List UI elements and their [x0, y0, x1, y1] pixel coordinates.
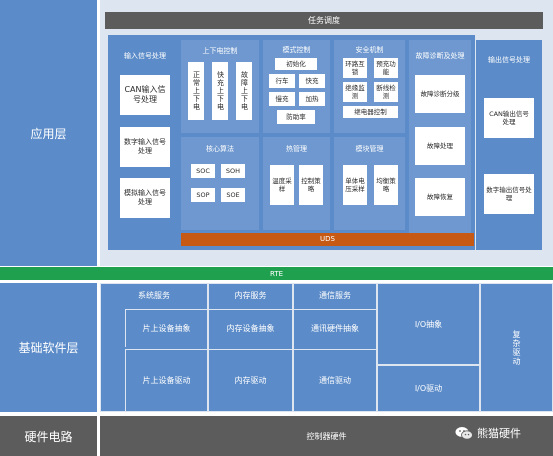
power-control-title: 上下电控制 — [202, 46, 238, 55]
communication-service-box: 通信服务 — [294, 284, 376, 307]
layer-bsw-label: 基础软件层 — [18, 341, 79, 355]
layer-application-label: 应用层 — [30, 126, 67, 141]
normal-power-box: 正常上下电 — [188, 62, 204, 120]
fault-grading-box: 故障诊断分级 — [415, 75, 465, 113]
precharge-box: 预充功能 — [374, 58, 398, 78]
rte-label: RTE — [269, 269, 284, 278]
cell-voltage-sampling-box: 单体电压采样 — [343, 165, 367, 205]
wechat-icon — [455, 427, 473, 440]
layer-hardware-label: 硬件电路 — [24, 429, 73, 444]
mode-power-box: 防助率 — [277, 110, 315, 124]
task-scheduling-bar: 任务调度 — [105, 12, 543, 29]
layer-application: 应用层 — [0, 0, 97, 266]
complex-driver-label: 复杂驱动 — [512, 329, 521, 366]
uds-bar: UDS — [181, 233, 474, 246]
can-input-box: CAN输入信号处理 — [120, 75, 170, 115]
mode-control-title: 模式控制 — [282, 45, 311, 54]
mode-control-group: 模式控制 初始化 行车 快充 慢充 加热 防助率 — [263, 40, 330, 133]
can-output-box: CAN输出信号处理 — [484, 98, 534, 138]
onchip-driver-box: 片上设备驱动 — [125, 349, 207, 411]
module-management-group: 模块管理 单体电压采样 均衡策略 — [334, 137, 405, 230]
uds-label: UDS — [320, 235, 335, 243]
loop-interlock-box: 环路互锁 — [343, 58, 367, 78]
insulation-monitor-box: 绝缘监测 — [343, 82, 367, 102]
layer-hardware: 硬件电路 — [0, 416, 97, 456]
sop-box: SOP — [191, 188, 215, 202]
controller-hardware-bar: 控制器硬件 — [100, 416, 553, 456]
analog-input-box: 模拟输入信号处理 — [120, 178, 170, 218]
balancing-strategy-box: 均衡策略 — [374, 165, 398, 205]
mode-init-box: 初始化 — [275, 58, 317, 70]
fault-diagnosis-title: 故障诊断及处理 — [415, 51, 465, 60]
temperature-sampling-box: 温度采样 — [270, 165, 294, 205]
fast-charge-power-box: 快充上下电 — [212, 62, 228, 120]
watermark-text: 熊猫硬件 — [477, 427, 521, 440]
mode-heating-box: 加热 — [299, 92, 325, 106]
memory-driver-box: 内存驱动 — [209, 349, 292, 411]
input-processing-group: 输入信号处理 CAN输入信号处理 数字输入信号处理 模拟输入信号处理 — [113, 40, 177, 245]
safety-mechanism-title: 安全机制 — [355, 45, 384, 54]
core-algorithm-group: 核心算法 SOC SOH SOP SOE — [181, 137, 259, 230]
digital-output-box: 数字输出信号处理 — [484, 174, 534, 214]
controller-hardware-label: 控制器硬件 — [306, 431, 347, 441]
mode-slow-charge-box: 慢充 — [269, 92, 295, 106]
complex-driver-box: 复杂驱动 — [481, 284, 552, 411]
safety-mechanism-group: 安全机制 环路互锁 预充功能 绝缘监测 断线检测 继电器控制 — [334, 40, 405, 133]
io-abstraction-box: I/O抽象 — [378, 284, 479, 364]
memory-abstraction-box: 内存设备抽象 — [209, 309, 292, 347]
io-driver-box: I/O驱动 — [378, 366, 479, 411]
mode-fast-charge-box: 快充 — [299, 74, 325, 88]
core-algorithm-title: 核心算法 — [206, 144, 234, 153]
digital-input-box: 数字输入信号处理 — [120, 127, 170, 167]
communication-driver-box: 通信驱动 — [294, 349, 376, 411]
thermal-management-title: 热管理 — [286, 144, 307, 153]
system-service-box: 系统服务 — [101, 284, 207, 307]
watermark: 熊猫硬件 — [455, 422, 553, 444]
memory-service-box: 内存服务 — [209, 284, 292, 307]
relay-control-box: 继电器控制 — [343, 106, 398, 118]
output-processing-group: 输出信号处理 CAN输出信号处理 数字输出信号处理 — [476, 40, 542, 250]
module-management-title: 模块管理 — [355, 144, 384, 153]
soe-box: SOE — [221, 188, 245, 202]
onchip-abstraction-box: 片上设备抽象 — [125, 309, 207, 347]
fault-diagnosis-group: 故障诊断及处理 故障诊断分级 故障处理 故障恢复 — [409, 40, 471, 245]
thermal-control-strategy-box: 控制策略 — [299, 165, 323, 205]
fault-power-box: 故障上下电 — [236, 62, 252, 120]
task-scheduling-label: 任务调度 — [308, 15, 340, 25]
output-processing-title: 输出信号处理 — [488, 55, 530, 64]
mode-drive-box: 行车 — [269, 74, 295, 88]
fault-handling-box: 故障处理 — [415, 127, 465, 165]
layer-bsw: 基础软件层 — [0, 283, 97, 412]
power-control-group: 上下电控制 正常上下电 快充上下电 故障上下电 — [181, 40, 259, 133]
disconnect-detect-box: 断线检测 — [374, 82, 398, 102]
rte-bar: RTE — [0, 267, 553, 280]
soc-box: SOC — [191, 164, 215, 178]
soh-box: SOH — [221, 164, 245, 178]
comm-hw-abstraction-box: 通讯硬件抽象 — [294, 309, 376, 347]
input-processing-title: 输入信号处理 — [124, 51, 166, 60]
thermal-management-group: 热管理 温度采样 控制策略 — [263, 137, 330, 230]
fault-recovery-box: 故障恢复 — [415, 178, 465, 216]
